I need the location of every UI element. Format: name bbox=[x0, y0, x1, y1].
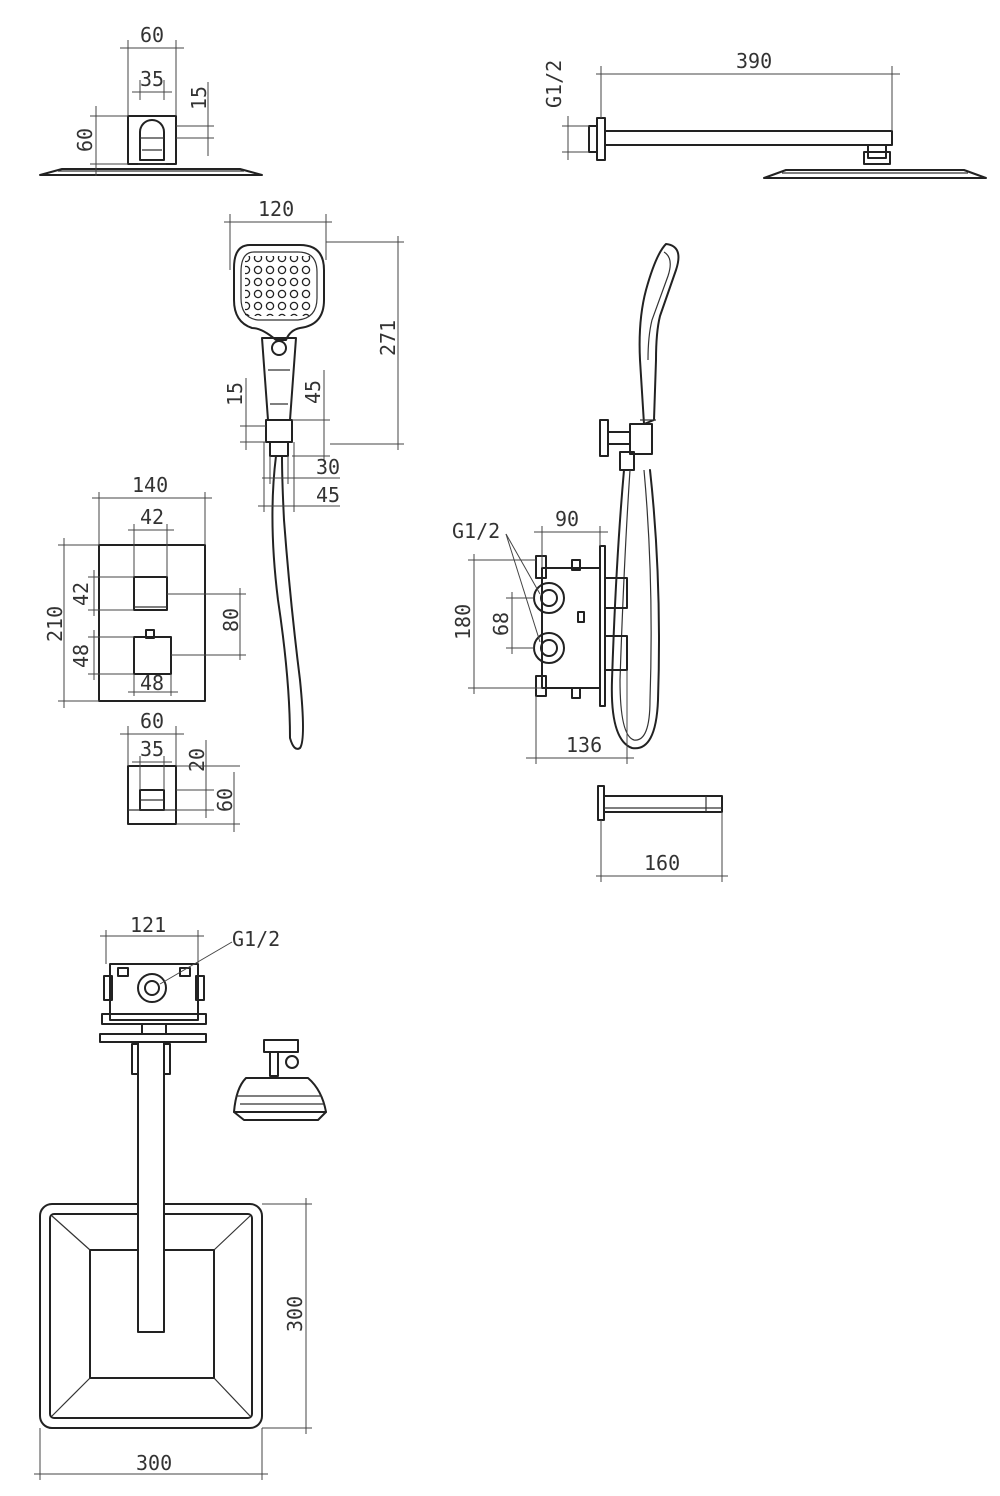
dim-valve-height: 180 bbox=[451, 604, 475, 640]
soap-dish-view bbox=[233, 1039, 327, 1121]
dim-plate-handle-width-bottom: 48 bbox=[140, 671, 164, 695]
dim-plate-width: 140 bbox=[132, 473, 168, 497]
dim-head-height-small: 15 bbox=[187, 86, 211, 110]
dim-head-width-outer: 60 bbox=[140, 23, 164, 47]
dim-valve-port-spacing: 68 bbox=[489, 612, 513, 636]
dim-hand-bracket-height: 15 bbox=[223, 382, 247, 406]
dim-hand-holder-width-a: 30 bbox=[316, 455, 340, 479]
dim-hand-holder-height: 45 bbox=[301, 380, 325, 404]
dim-plate-handle-width: 42 bbox=[140, 505, 164, 529]
dim-arm-length: 390 bbox=[736, 49, 772, 73]
dim-hand-holder-width-b: 45 bbox=[316, 483, 340, 507]
dim-outlet-width-inner: 35 bbox=[140, 737, 164, 761]
dim-rain-depth: 300 bbox=[283, 1296, 307, 1332]
shower-head-side-view: 60 35 15 60 bbox=[39, 23, 263, 176]
dim-valve-depth: 90 bbox=[555, 507, 579, 531]
valve-box-top-view: 121 G1/2 bbox=[99, 913, 280, 1043]
dim-head-height: 60 bbox=[73, 128, 97, 152]
dim-plate-handle-height-top: 42 bbox=[69, 582, 93, 606]
valve-plate-view: 140 42 210 42 48 48 80 bbox=[43, 473, 246, 708]
hand-shower-side-view bbox=[599, 243, 680, 750]
dim-spout-length: 160 bbox=[644, 851, 680, 875]
rain-head-top-view: 300 300 bbox=[34, 1041, 312, 1480]
dim-rain-width: 300 bbox=[136, 1451, 172, 1475]
dim-hand-width: 120 bbox=[258, 197, 294, 221]
dim-head-width-inner: 35 bbox=[140, 67, 164, 91]
dim-plate-handle-spacing: 80 bbox=[219, 608, 243, 632]
dim-outlet-height-small: 20 bbox=[185, 748, 209, 772]
dim-outlet-height: 60 bbox=[213, 788, 237, 812]
dim-outlet-width-outer: 60 bbox=[140, 709, 164, 733]
valve-body-side-view: 90 G1/2 180 68 136 bbox=[451, 507, 634, 764]
wall-outlet-view: 60 35 20 60 bbox=[120, 709, 240, 832]
spout-view: 160 bbox=[596, 785, 728, 882]
nozzle-grid bbox=[245, 256, 313, 316]
dim-box-width: 121 bbox=[130, 913, 166, 937]
dim-plate-handle-height-bottom: 48 bbox=[69, 644, 93, 668]
shower-arm-view: 390 G1/2 bbox=[542, 49, 987, 179]
dim-plate-height: 210 bbox=[43, 606, 67, 642]
dim-valve-total-depth: 136 bbox=[566, 733, 602, 757]
dim-valve-thread: G1/2 bbox=[452, 519, 500, 543]
hand-shower-front-view: 120 271 15 45 30 45 bbox=[223, 197, 404, 750]
dim-arm-thread: G1/2 bbox=[542, 60, 566, 108]
dim-box-thread: G1/2 bbox=[232, 927, 280, 951]
dim-hand-length: 271 bbox=[376, 320, 400, 356]
